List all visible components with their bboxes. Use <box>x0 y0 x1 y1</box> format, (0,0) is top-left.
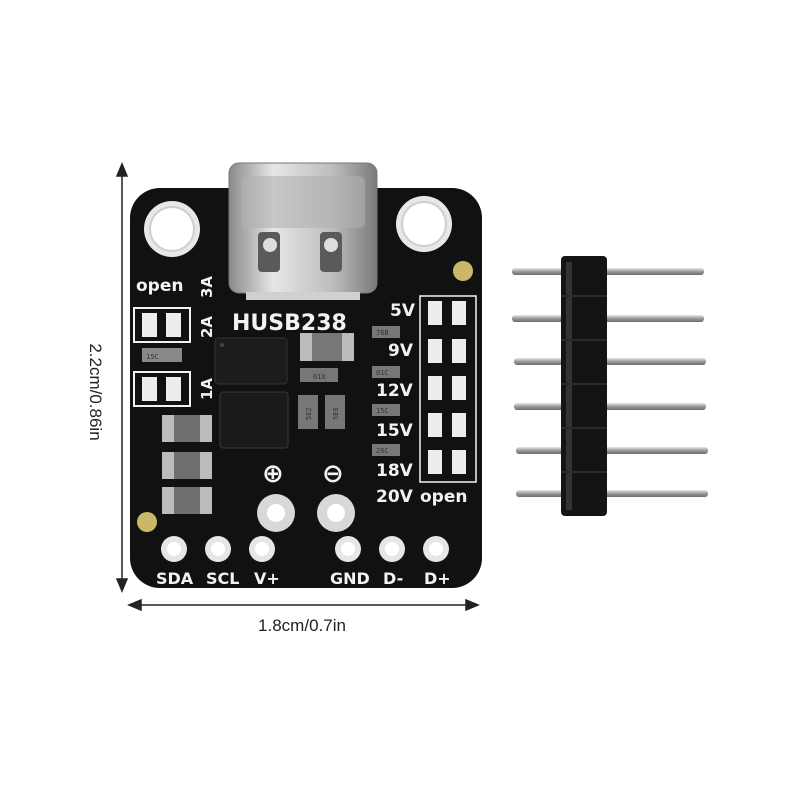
header-pin <box>514 358 706 365</box>
resistor: 5E6 <box>325 395 345 429</box>
capacitor <box>162 415 212 442</box>
height-dimension-arrow <box>115 162 129 593</box>
via-pad <box>137 512 157 532</box>
open-label-left: open <box>136 276 183 296</box>
header-pin-pad <box>379 536 405 562</box>
header-pin-pad <box>161 536 187 562</box>
svg-text:15C: 15C <box>376 407 389 415</box>
current-2a-label: 2A <box>198 316 216 338</box>
resistor-code: 15C <box>146 353 159 361</box>
capacitor <box>162 452 212 479</box>
mounting-hole <box>144 201 200 257</box>
svg-text:5E2: 5E2 <box>305 407 313 420</box>
header-plastic-body <box>561 256 607 516</box>
svg-text:26C: 26C <box>376 447 389 455</box>
plus-symbol: ⊕ <box>262 459 284 489</box>
voltage-label-5v: 5V <box>390 301 416 321</box>
header-pin <box>512 315 704 322</box>
resistor: 26C <box>372 444 400 456</box>
header-pin <box>514 403 706 410</box>
pin-label-dplus: D+ <box>424 569 451 588</box>
board-name-label: HUSB238 <box>232 311 347 336</box>
minus-symbol: ⊖ <box>322 459 344 489</box>
width-dimension-label: 1.8cm/0.7in <box>258 616 346 635</box>
pin-label-scl: SCL <box>206 569 239 588</box>
open-label-right: open <box>420 487 467 507</box>
power-pad-positive <box>257 494 295 532</box>
pin-header <box>512 256 708 516</box>
voltage-label-9v: 9V <box>388 341 414 361</box>
pin-label-dminus: D- <box>383 569 403 588</box>
header-pin <box>512 268 704 275</box>
svg-text:01C: 01C <box>376 369 389 377</box>
resistor: 76B <box>372 326 400 338</box>
svg-text:76B: 76B <box>376 329 389 337</box>
header-pin-pad <box>423 536 449 562</box>
resistor: 01C <box>372 366 400 378</box>
height-dimension-label: 2.2cm/0.86in <box>86 343 105 441</box>
pin-label-vplus: V+ <box>254 569 280 588</box>
header-pin <box>516 447 708 454</box>
current-1a-label: 1A <box>198 378 216 400</box>
via-pad <box>453 261 473 281</box>
resistor: 5E2 <box>298 395 318 429</box>
husb238-chip <box>214 337 288 385</box>
current-3a-label: 3A <box>198 276 216 298</box>
regulator-chip <box>219 391 289 449</box>
capacitor <box>162 487 212 514</box>
header-pin-pad <box>205 536 231 562</box>
voltage-label-20v: 20V <box>376 487 414 507</box>
header-pin-pad <box>249 536 275 562</box>
resistor: 01X <box>300 368 338 382</box>
header-pin <box>516 490 708 497</box>
header-pin-pad <box>335 536 361 562</box>
usb-c-connector <box>228 162 378 300</box>
voltage-select-pads <box>419 295 477 483</box>
pin-label-gnd: GND <box>330 569 370 588</box>
width-dimension-arrow <box>127 598 480 612</box>
voltage-label-18v: 18V <box>376 461 414 481</box>
current-select-pads: 15C <box>133 307 191 407</box>
power-pad-negative <box>317 494 355 532</box>
voltage-label-12v: 12V <box>376 381 414 401</box>
mounting-hole <box>396 196 452 252</box>
voltage-label-15v: 15V <box>376 421 414 441</box>
capacitor <box>300 333 354 361</box>
resistor: 15C <box>372 404 400 416</box>
svg-text:01X: 01X <box>313 373 326 381</box>
svg-text:5E6: 5E6 <box>332 407 340 420</box>
pcb-board: 15C open 3A 2A 1A HUSB238 <box>130 162 482 588</box>
pin-label-sda: SDA <box>156 569 194 588</box>
